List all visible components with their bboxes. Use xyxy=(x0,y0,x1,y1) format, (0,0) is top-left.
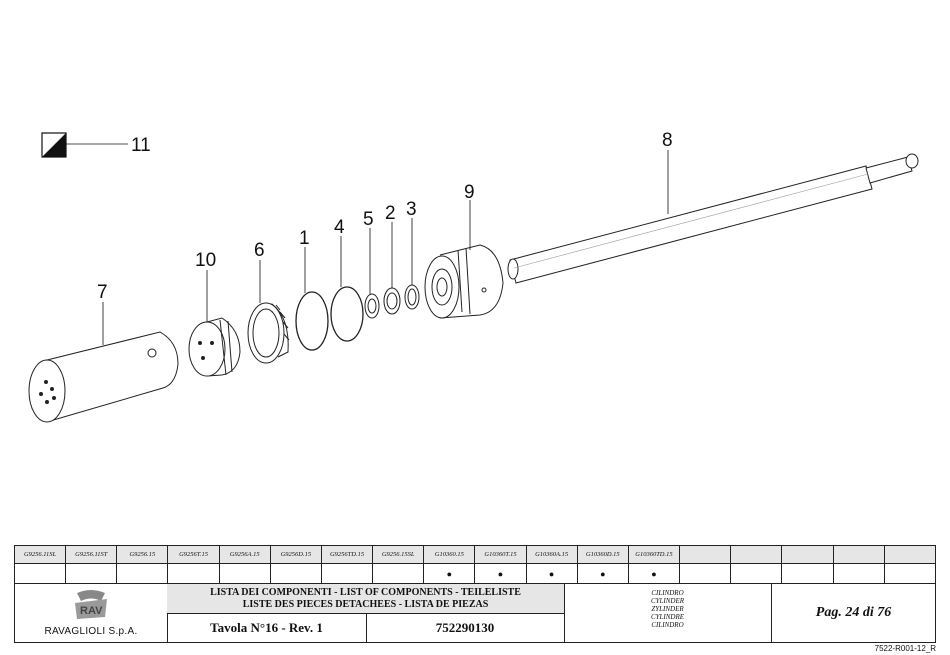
applicability-mark-cell: ● xyxy=(474,563,527,584)
piston-rod-part xyxy=(507,153,919,284)
callout-5: 5 xyxy=(363,209,374,230)
company-name: RAVAGLIOLI S.p.A. xyxy=(44,626,138,637)
applicability-mark-cell xyxy=(65,563,118,584)
model-code-cell xyxy=(832,545,885,564)
callout-4: 4 xyxy=(334,217,345,238)
table-number: Tavola N°16 - Rev. 1 xyxy=(167,614,367,642)
applicability-mark-cell xyxy=(372,563,425,584)
part-name-it: CILINDRO xyxy=(651,589,684,597)
part-name-en: CYLINDER xyxy=(650,597,685,605)
model-code-cell xyxy=(781,545,834,564)
callout-10: 10 xyxy=(195,250,216,271)
callout-6: 6 xyxy=(254,240,265,261)
applicability-mark-cell: ● xyxy=(423,563,476,584)
callout-11: 11 xyxy=(131,135,151,156)
applicability-mark-cell xyxy=(832,563,885,584)
part-names-cell: CILINDRO CYLINDER ZYLINDER CYLINDRE CILI… xyxy=(564,584,772,642)
cylinder-barrel-7-part xyxy=(28,331,179,423)
callout-3: 3 xyxy=(406,199,417,220)
applicability-mark-cell xyxy=(116,563,169,584)
o-ring-1-part xyxy=(295,291,329,351)
list-title-line-1: LISTA DEI COMPONENTI - LIST OF COMPONENT… xyxy=(210,587,521,598)
applicability-mark-cell xyxy=(730,563,783,584)
part-name-de: ZYLINDER xyxy=(651,605,684,613)
applicability-mark-cell xyxy=(269,563,322,584)
o-ring-4-part xyxy=(330,286,364,342)
document-code: 7522-R001-12_R xyxy=(874,644,936,653)
model-code-cell xyxy=(883,545,937,564)
callout-2: 2 xyxy=(385,203,396,224)
model-code-cell: G9256TD.15 xyxy=(320,545,374,564)
page-number: Pag. 24 di 76 xyxy=(815,605,892,620)
part-name-es: CILINDRO xyxy=(651,621,684,629)
drawing-number: 752290130 xyxy=(435,620,495,635)
applicability-mark-cell xyxy=(13,563,67,584)
applicability-mark-cell xyxy=(781,563,834,584)
list-title-cell: LISTA DEI COMPONENTI - LIST OF COMPONENT… xyxy=(167,584,565,642)
model-code-cell: G9256.11ST xyxy=(65,545,118,564)
model-code-cell: G9256A.15 xyxy=(218,545,271,564)
company-logo-icon: RAV xyxy=(75,590,107,619)
applicability-mark-cell xyxy=(679,563,732,584)
seal-5-part xyxy=(364,293,380,319)
model-code-cell: G10360T.15 xyxy=(474,545,527,564)
applicability-mark-cell xyxy=(320,563,374,584)
applicability-mark-cell: ● xyxy=(525,563,578,584)
callout-8: 8 xyxy=(662,130,673,151)
exploded-cylinder-drawing: 11 8 9 3 2 5 4 xyxy=(28,130,919,423)
applicability-mark-cell: ● xyxy=(627,563,681,584)
list-title-line-2: LISTE DES PIECES DETACHEES - LISTA DE PI… xyxy=(242,599,489,610)
callout-7: 7 xyxy=(97,282,108,303)
model-code-cell: G9256.15SL xyxy=(372,545,425,564)
model-code-cell: G10360TD.15 xyxy=(627,545,681,564)
model-code-cell: G9256.15 xyxy=(116,545,169,564)
model-code-cell: G9256.11SL xyxy=(13,545,67,564)
applicability-marks-row: ●●●●● xyxy=(13,563,937,584)
list-title: LISTA DEI COMPONENTI - LIST OF COMPONENT… xyxy=(167,584,564,614)
part-name-fr: CYLINDRE xyxy=(650,613,685,621)
svg-text:RAV: RAV xyxy=(80,605,103,617)
rod-guide-part xyxy=(424,244,504,319)
model-code-cell xyxy=(679,545,732,564)
seal-3-part xyxy=(404,284,420,310)
model-code-cell: G10360.15 xyxy=(423,545,476,564)
model-code-cell: G10360D.15 xyxy=(576,545,629,564)
applicability-mark-cell: ● xyxy=(576,563,629,584)
callout-1: 1 xyxy=(299,228,310,249)
applicability-mark-cell xyxy=(218,563,271,584)
applicability-mark-cell xyxy=(167,563,220,584)
piston-seal-6-part xyxy=(247,302,290,364)
seal-2-part xyxy=(383,287,401,315)
model-code-cell: G10360A.15 xyxy=(525,545,578,564)
model-code-cell: G9256T.15 xyxy=(167,545,220,564)
model-code-cell: G9256D.15 xyxy=(269,545,322,564)
model-code-cell xyxy=(730,545,783,564)
applicability-mark-cell xyxy=(883,563,937,584)
logo-cell: RAV RAVAGLIOLI S.p.A. xyxy=(15,584,168,642)
info-row: RAV RAVAGLIOLI S.p.A. LISTA DEI COMPONEN… xyxy=(14,583,936,643)
symbol-icon xyxy=(41,132,67,158)
piston-10-part xyxy=(188,317,241,377)
callout-9: 9 xyxy=(464,182,475,203)
